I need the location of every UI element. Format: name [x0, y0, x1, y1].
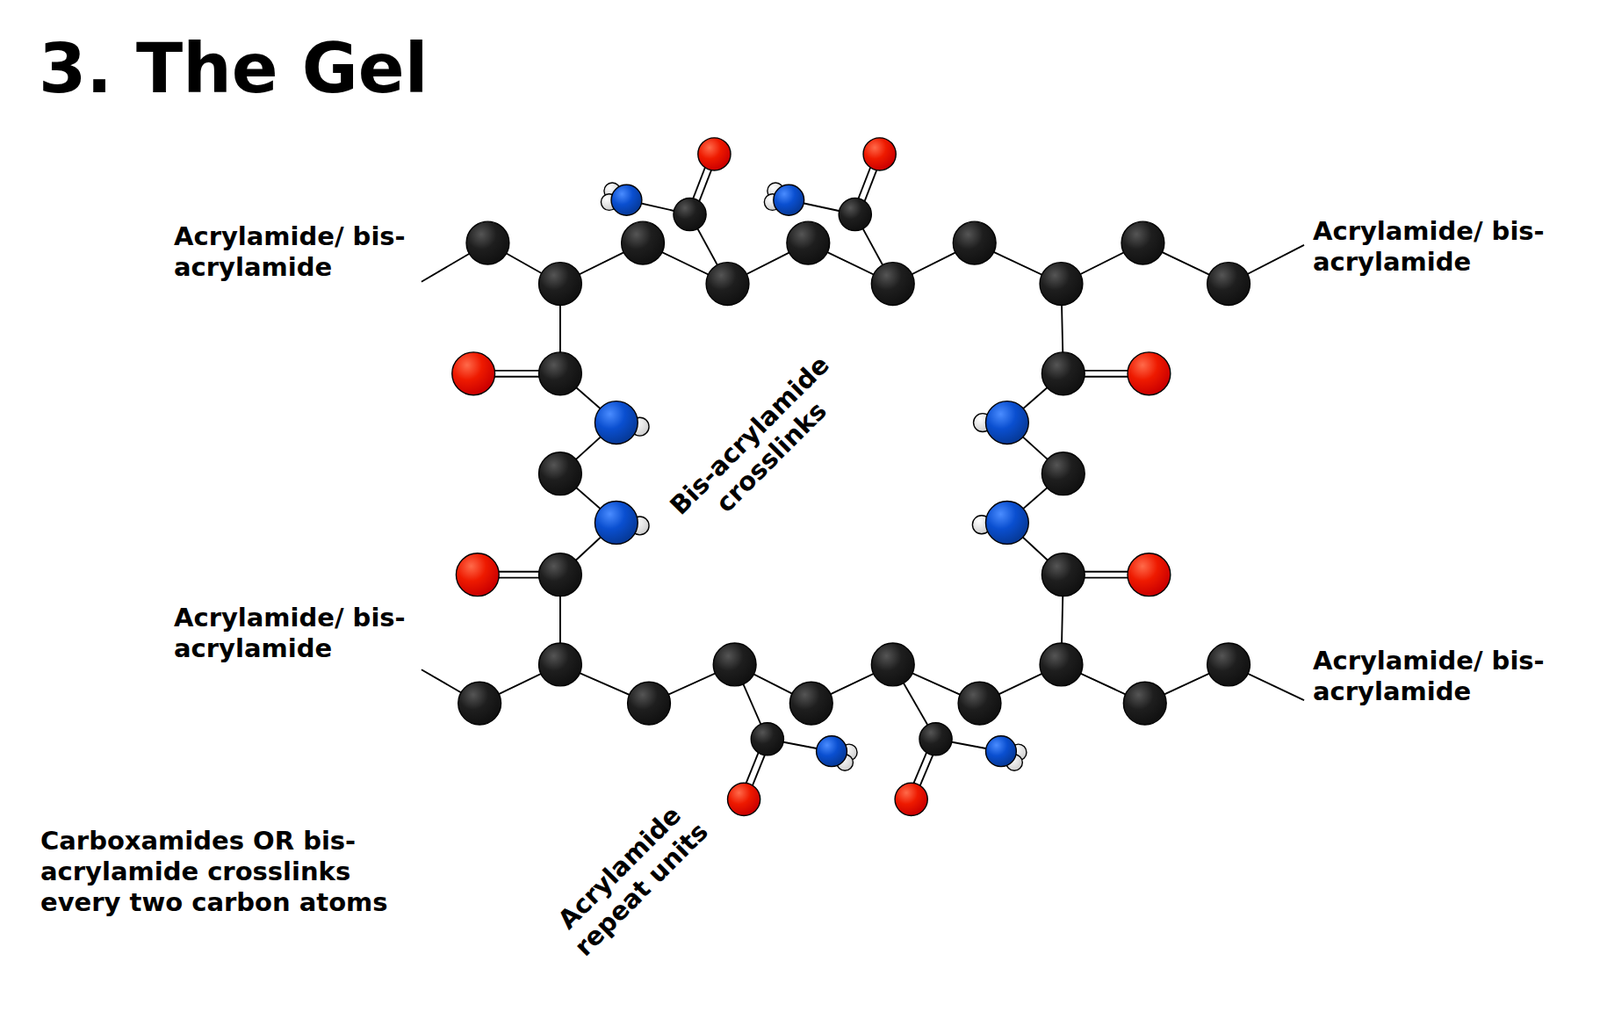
molecule-bonds: [421, 153, 1305, 799]
chain-label: Acrylamide/ bis-acrylamide: [173, 602, 438, 664]
crosslink-label: Bis-acrylamide crosslinks: [661, 346, 860, 546]
chain-label: Acrylamide/ bis-acrylamide: [173, 221, 438, 283]
chain-label: Acrylamide/ bis-acrylamide: [1312, 645, 1577, 707]
chain-label: Acrylamide/ bis-acrylamide: [1312, 216, 1577, 278]
diagram-title: 3. The Gel: [38, 28, 429, 111]
repeat-unit-label: Acrylamide repeat units: [543, 791, 718, 966]
atoms: [452, 137, 1251, 816]
note-text: Carboxamides OR bis-acrylamide crosslink…: [40, 825, 392, 917]
